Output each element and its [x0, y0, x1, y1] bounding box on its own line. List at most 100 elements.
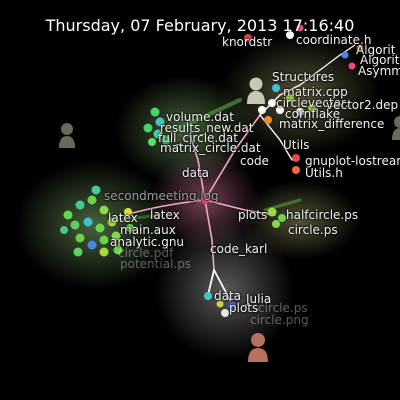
file-label: circle.ps	[258, 301, 308, 315]
file-label: main.aux	[120, 223, 176, 237]
glow-plots	[240, 180, 360, 260]
file-label: full_circle.dat	[158, 131, 238, 145]
file-node	[60, 226, 68, 234]
file-label: Algorith	[360, 53, 400, 67]
file-node	[113, 245, 123, 255]
file-node	[99, 205, 109, 215]
branch-codekarl-data	[207, 269, 215, 296]
file-node	[73, 247, 83, 257]
file-node	[153, 129, 163, 139]
dir-label-latex: latex	[150, 208, 180, 222]
file-node	[75, 200, 85, 210]
dir-label-code: code	[240, 154, 269, 168]
dir-label-julia: Julia	[246, 292, 272, 306]
file-node	[75, 233, 85, 243]
file-node	[276, 106, 284, 114]
file-label: gnuplot-lostrear	[305, 154, 400, 168]
file-node	[356, 44, 364, 52]
file-label: Algorit	[356, 43, 396, 57]
user-avatar	[247, 77, 265, 104]
branches	[118, 44, 356, 301]
file-label: coordinate.h	[296, 33, 372, 47]
file-node	[244, 34, 252, 42]
structures-cluster	[244, 24, 364, 124]
file-node	[161, 135, 171, 145]
file-label: volume.dat	[166, 110, 234, 124]
glow-latex	[15, 160, 175, 290]
file-node	[95, 223, 105, 233]
branch-codekarl-julia	[213, 269, 231, 301]
file-label: latex	[108, 211, 138, 225]
file-node	[286, 31, 294, 39]
user-avatar	[248, 333, 268, 362]
dir-label-plots-lower: plots	[229, 301, 259, 315]
file-node	[111, 231, 121, 241]
file-label: potential.ps	[120, 257, 192, 271]
file-label: matrix.cpp	[283, 85, 348, 99]
branch-root-plots	[204, 199, 276, 216]
dir-label-utils: Utils	[283, 138, 310, 152]
file-node	[124, 208, 132, 216]
file-node	[107, 217, 117, 227]
dir-label-data: data	[182, 166, 210, 180]
file-label: analytic.gnu	[110, 235, 185, 249]
file-label: data	[214, 289, 242, 303]
file-node	[204, 292, 212, 300]
file-node	[268, 99, 276, 107]
dir-label-plots: plots	[238, 208, 268, 222]
glow-structures	[220, 35, 380, 155]
beam-latex	[118, 213, 162, 222]
data-cluster	[143, 107, 171, 146]
file-node	[296, 108, 304, 116]
file-label: results_new.dat	[160, 121, 254, 135]
file-node	[228, 302, 236, 310]
file-node	[272, 84, 280, 92]
file-node	[292, 154, 300, 162]
file-node	[70, 220, 80, 230]
file-node	[348, 62, 356, 70]
timestamp: Thursday, 07 February, 2013 17:16:40	[45, 16, 355, 35]
file-node	[267, 207, 277, 217]
file-label: Asymm	[358, 64, 400, 78]
file-label: knordstr	[222, 35, 273, 49]
file-nodes	[60, 24, 364, 317]
file-node	[296, 24, 304, 32]
file-node	[143, 123, 153, 133]
file-node	[87, 195, 97, 205]
file-node	[258, 106, 266, 114]
file-label: circlevector.	[276, 96, 349, 110]
branch-root-codekarl	[204, 199, 215, 271]
file-label: halfcircle.ps	[286, 208, 359, 222]
branch-structures-files	[299, 44, 356, 86]
dir-label-structures: Structures	[272, 70, 335, 84]
file-node	[126, 224, 134, 232]
file-node	[221, 309, 229, 317]
file-node	[341, 51, 349, 59]
latex-cluster	[60, 185, 134, 257]
branch-root-code	[204, 114, 261, 201]
root-node	[201, 196, 209, 204]
file-label: circle.ps	[288, 223, 338, 237]
file-label: matrix_circle.dat	[160, 141, 261, 155]
file-node	[308, 104, 316, 112]
file-node	[292, 166, 300, 174]
file-node	[216, 300, 224, 308]
file-label: circle.png	[250, 313, 309, 327]
user-avatar	[59, 123, 75, 148]
branch-root-data	[189, 134, 206, 201]
file-label: matrix_difference	[279, 117, 385, 131]
file-node	[91, 185, 101, 195]
file-node	[83, 217, 93, 227]
file-node	[87, 240, 97, 250]
beam-data	[173, 98, 242, 132]
file-label: cornflake	[285, 107, 341, 121]
file-label: vector2.dep	[326, 98, 399, 112]
file-node	[99, 247, 109, 257]
file-label: Utils.h	[305, 166, 343, 180]
user-avatar	[392, 116, 400, 140]
file-node	[99, 235, 109, 245]
file-node	[272, 220, 280, 228]
branch-root-latex	[124, 199, 206, 216]
